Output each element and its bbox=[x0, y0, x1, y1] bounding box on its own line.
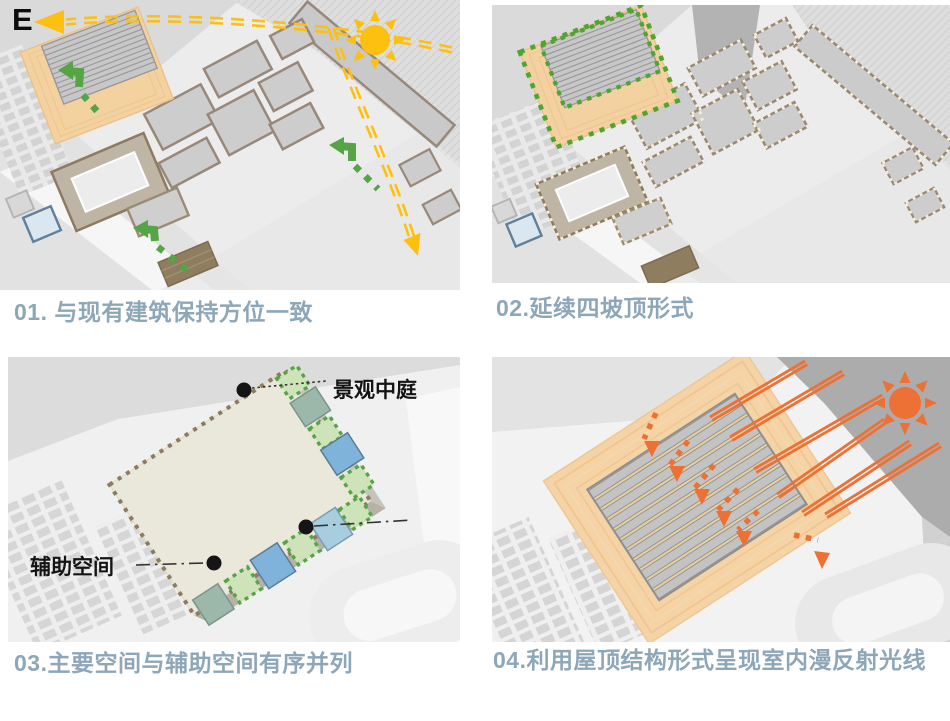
sun-rays bbox=[873, 371, 937, 435]
west-orientation-arrow bbox=[65, 14, 453, 54]
panel-2-roof-form-diagram bbox=[492, 5, 950, 283]
east-direction-label: E bbox=[12, 2, 33, 37]
west-arrowhead bbox=[34, 10, 64, 34]
small-gray-structure bbox=[4, 189, 36, 219]
east-small-buildings bbox=[397, 147, 460, 226]
new-building-striped-roof bbox=[40, 9, 159, 106]
pavilion-building-dotted bbox=[611, 196, 673, 246]
sun-icon bbox=[345, 10, 405, 70]
sun-icon bbox=[873, 371, 937, 435]
panel-1-orientation-diagram bbox=[0, 0, 460, 290]
sun-ray-lines bbox=[709, 359, 942, 519]
main-building-volume bbox=[106, 363, 386, 627]
existing-long-building bbox=[792, 23, 950, 167]
panel-4-daylight-diagram bbox=[492, 357, 950, 642]
sun-rays bbox=[345, 10, 405, 70]
diffuse-light-arrows bbox=[641, 411, 830, 569]
panel-3-illustration: 景观中庭 辅助空间 bbox=[8, 357, 460, 642]
panel-1-caption: 01. 与现有建筑保持方位一致 bbox=[14, 299, 313, 325]
panel-4-illustration bbox=[492, 357, 950, 642]
pale-blue-structure bbox=[21, 204, 63, 244]
parking-rows bbox=[0, 44, 75, 197]
diffuse-arrow bbox=[736, 509, 760, 547]
callout-main-space bbox=[298, 519, 413, 535]
aux-space-label: 辅助空间 bbox=[30, 555, 114, 579]
existing-building-cluster-dotted bbox=[626, 16, 810, 189]
new-building-green-dotted bbox=[516, 5, 681, 151]
east-small-buildings-dotted bbox=[880, 145, 946, 224]
green-turn-arrow-1 bbox=[58, 61, 105, 120]
green-turn-arrow-3 bbox=[133, 220, 195, 277]
small-gray-structure bbox=[492, 197, 519, 225]
existing-building-cluster bbox=[142, 17, 326, 190]
panel-3-caption: 03.主要空间与辅助空间有序并列 bbox=[14, 650, 353, 676]
diffuse-arrow bbox=[716, 487, 740, 527]
south-orientation-arrow bbox=[327, 27, 416, 239]
callout-atrium bbox=[236, 380, 327, 398]
green-turn-arrow-2 bbox=[329, 137, 381, 192]
panel-2-caption: 02.延续四坡顶形式 bbox=[496, 295, 694, 321]
aux-modules-bottom-edge bbox=[191, 494, 375, 627]
brown-roof-structure bbox=[157, 240, 219, 288]
panel-1-illustration bbox=[0, 0, 460, 290]
pale-blue-structure bbox=[504, 211, 544, 249]
callout-aux-space bbox=[135, 555, 222, 571]
diffuse-arrow bbox=[692, 463, 717, 505]
diffuse-arrow bbox=[641, 411, 660, 457]
aux-modules-right-edge bbox=[274, 363, 377, 501]
diffuse-arrow bbox=[667, 439, 691, 482]
courtyard-building-dotted bbox=[534, 144, 650, 242]
new-building bbox=[19, 6, 175, 145]
brown-roof-structure bbox=[640, 244, 700, 283]
panel-4-caption: 04.利用屋顶结构形式呈现室内漫反射光线 bbox=[493, 647, 926, 673]
courtyard-building bbox=[49, 131, 171, 233]
diffuse-arrow bbox=[793, 532, 830, 569]
panel-3-space-arrangement-diagram: 景观中庭 辅助空间 bbox=[8, 357, 460, 642]
south-arrowhead bbox=[403, 233, 421, 256]
panel-2-illustration bbox=[492, 5, 950, 283]
atrium-label: 景观中庭 bbox=[333, 378, 417, 402]
